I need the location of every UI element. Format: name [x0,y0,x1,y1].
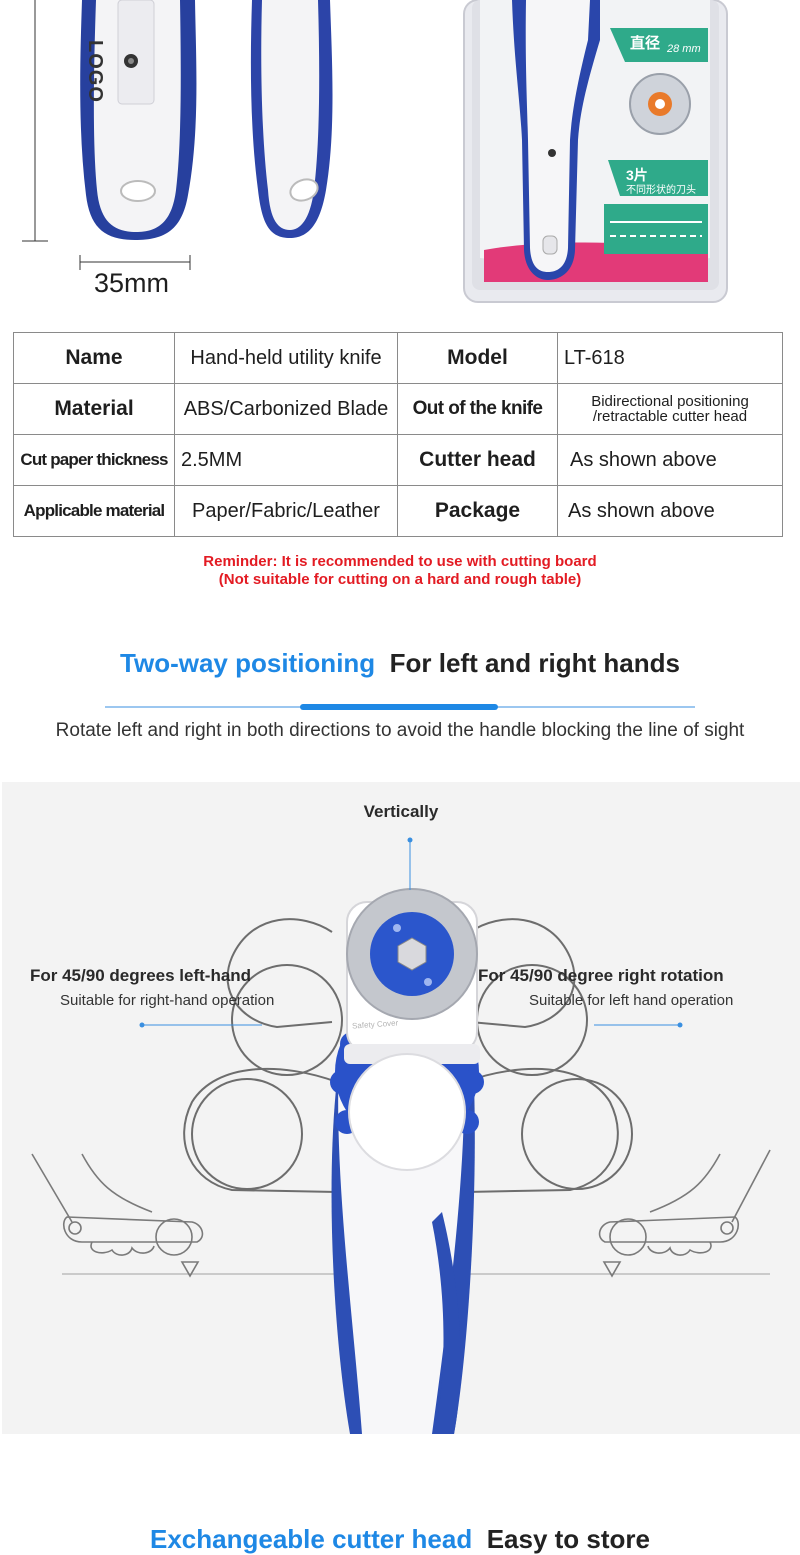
table-row: Applicable material Paper/Fabric/Leather… [13,485,783,537]
package-count-label: 3片 [626,167,648,183]
left-rotation-subtitle: Suitable for right-hand operation [60,992,275,1009]
feature-heading-dark: For left and right hands [389,648,680,678]
heading-underline [105,704,695,710]
spec-value-applicable: Paper/Fabric/Leather [174,485,398,537]
package-diameter-label: 直径 [630,35,661,52]
rotation-demo-illustration [31,837,771,1434]
spec-value-name: Hand-held utility knife [174,332,398,384]
spec-value-knife-out-line2: /retractable cutter head [592,408,748,425]
next-section-heading-dark: Easy to store [486,1524,650,1554]
handle-logo-text: LOGO [84,40,106,103]
spec-value-knife-out-line1: Bidirectional positioning [591,393,749,410]
spec-key-name: Name [13,332,175,384]
spec-table: Name Hand-held utility knife Model LT-61… [13,332,783,537]
rotation-demo-panel: Vertically For 45/90 degrees left-hand S… [2,782,800,1434]
width-dimension-label: 35mm [94,268,170,298]
right-rotation-title: For 45/90 degree right rotation [478,966,724,985]
left-rotation-title: For 45/90 degrees left-hand [30,966,252,985]
reminder-line-2: (Not suitable for cutting on a hard and … [218,571,582,588]
table-row: Material ABS/Carbonized Blade Out of the… [13,383,783,435]
package-diameter-value: 28 mm [667,43,701,55]
table-row: Name Hand-held utility knife Model LT-61… [13,332,783,384]
feature-heading-blue: Two-way positioning [120,648,376,678]
spec-key-thickness: Cut paper thickness [13,434,175,486]
spec-key-material: Material [13,383,175,435]
next-section-heading-blue: Exchangeable cutter head [150,1524,473,1554]
spec-key-cutter-head: Cutter head [397,434,558,486]
feature-description: Rotate left and right in both directions… [55,720,745,741]
right-rotation-subtitle: Suitable for left hand operation [529,992,734,1009]
spec-value-package: As shown above [557,485,783,537]
table-row: Cut paper thickness 2.5MM Cutter head As… [13,434,783,486]
reminder-line-1: Reminder: It is recommended to use with … [203,553,597,570]
spec-key-knife-out: Out of the knife [397,383,558,435]
spec-value-model: LT-618 [557,332,783,384]
spec-key-model: Model [397,332,558,384]
product-photo-illustration [22,0,728,303]
spec-value-material: ABS/Carbonized Blade [174,383,398,435]
product-photo-area: 35mm LOGO 直径 28 mm 3片 不同形状的刀头 [0,0,800,320]
feature-heading: Two-way positioning For left and right h… [0,648,800,679]
spec-value-cutter-head: As shown above [557,434,783,486]
spec-value-thickness: 2.5MM [174,434,398,486]
spec-value-knife-out: Bidirectional positioning /retractable c… [557,383,783,435]
next-section-heading: Exchangeable cutter head Easy to store [0,1524,800,1555]
package-shapes-label: 不同形状的刀头 [626,185,696,196]
vertical-label: Vertically [363,802,439,821]
spec-key-package: Package [397,485,558,537]
spec-key-applicable: Applicable material [13,485,175,537]
